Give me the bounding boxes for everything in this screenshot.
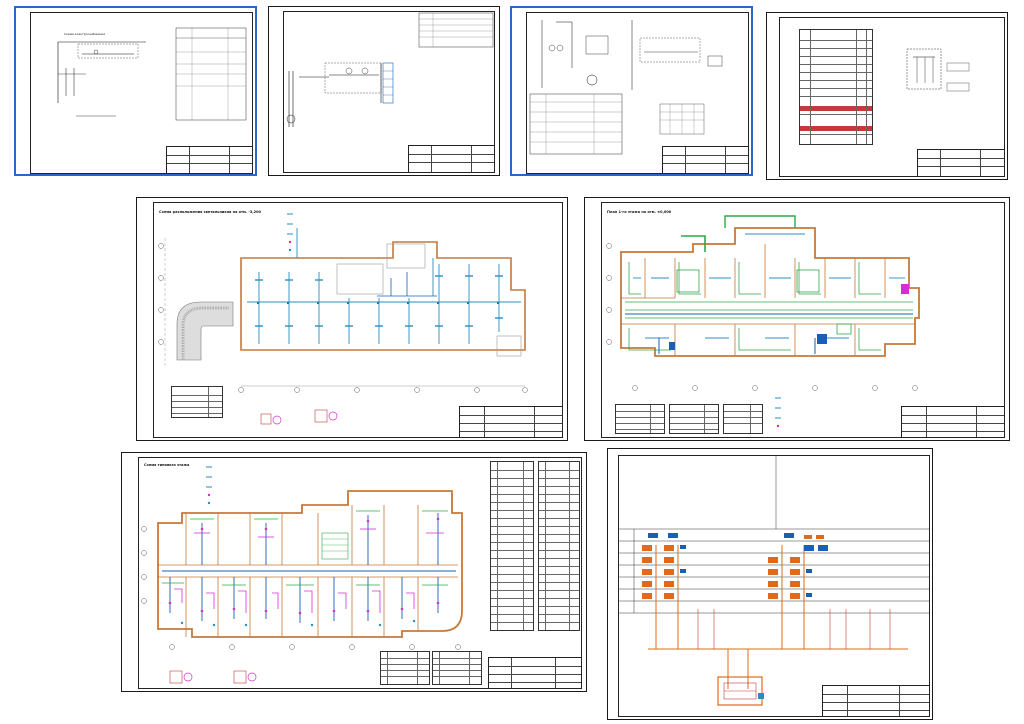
sheet-frame [779,17,1005,177]
sheet-frame [153,202,563,438]
sheet-frame [30,12,253,174]
equipment-spec-table [799,29,873,145]
drawing-sheet-1[interactable]: Схема электроснабжения [14,6,257,176]
riser-diagram [618,455,930,706]
highlighted-row [800,106,872,111]
sheet-frame [283,11,495,173]
sheet-frame [138,457,582,689]
sheet-frame [526,12,749,174]
sheet-frame [601,202,1005,438]
drawing-sheet-2[interactable] [268,6,500,176]
sheet-title: План 1-го этажа на отм. ±0,000 [607,210,672,214]
room-schedule-table [432,651,482,685]
drawing-sheet-8[interactable] [607,448,933,720]
drawing-sheet-3[interactable] [510,6,753,176]
basement-lighting-plan [158,213,528,425]
legend-table [723,404,763,434]
legend-table [171,386,223,418]
drawing-sheet-7[interactable]: Схема типового этажа [121,452,587,692]
panel-schematic [906,48,970,92]
room-schedule-table [490,461,534,631]
sheet-title: Схема расположения светильников на отм. … [159,210,261,214]
room-schedule-table [380,651,430,685]
sheet-frame [618,455,930,717]
ground-floor-lighting-plan [606,215,920,428]
drawing-sheet-6[interactable]: План 1-го этажа на отм. ±0,000 [584,197,1010,441]
title-block [459,406,563,438]
title-block [917,149,1005,177]
drawing-sheet-5[interactable]: Схема расположения светильников на отм. … [136,197,568,441]
title-block [166,146,253,174]
title-block [408,145,495,173]
drawing-sheet-4[interactable] [766,12,1008,180]
sheet-title: Схема типового этажа [144,463,190,467]
legend-table [669,404,719,434]
cabinet-wiring-diagram [286,12,494,127]
title-block [822,685,930,717]
room-schedule-table [538,461,580,631]
title-block [901,406,1005,438]
sheet-title: Схема электроснабжения [64,32,106,36]
typical-floor-plan [141,466,463,684]
highlighted-row [800,126,872,131]
control-circuit-diagram [529,20,723,155]
legend-table [615,404,665,434]
title-block [488,657,582,689]
single-line-diagram [57,27,247,121]
title-block [662,146,749,174]
